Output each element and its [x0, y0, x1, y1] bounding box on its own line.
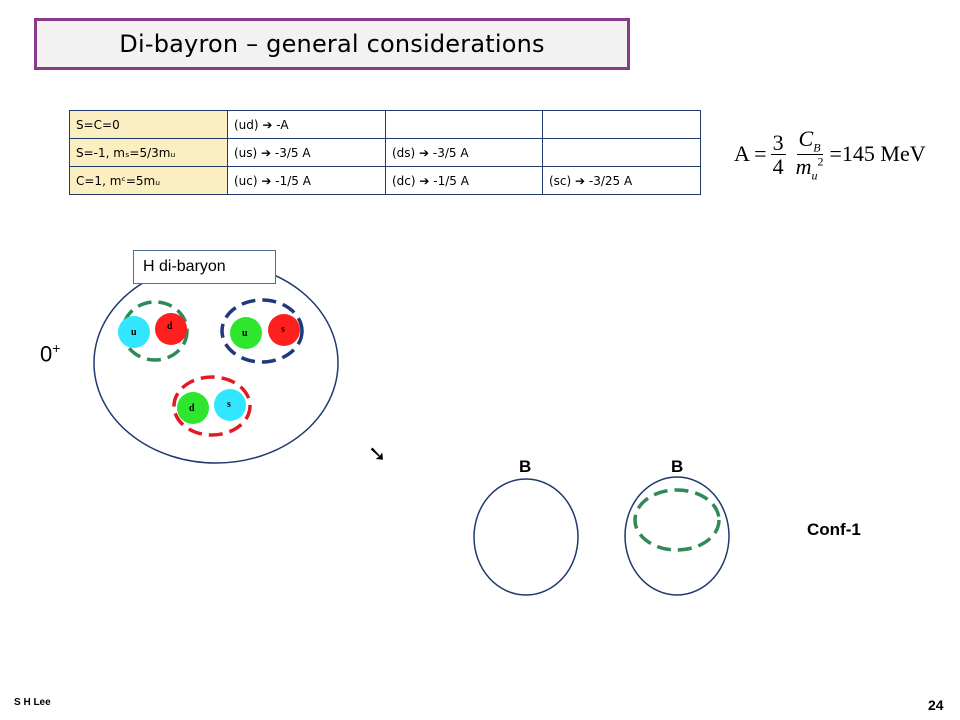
- quark-ball: [214, 389, 246, 421]
- baryon-label-right: B: [671, 457, 684, 476]
- quark-label: u: [131, 327, 137, 338]
- frac-numerator: 3: [770, 129, 786, 155]
- quark-label: d: [189, 403, 195, 414]
- quark-label: u: [242, 328, 248, 339]
- quark-s-2: s: [214, 389, 246, 421]
- arrow-icon: ➘: [368, 442, 387, 467]
- title-box: Di-bayron – general considerations: [34, 18, 630, 70]
- cb-subscript: B: [813, 140, 821, 155]
- baryon-label-left: B: [519, 457, 532, 476]
- frac-denominator: 4: [772, 153, 784, 179]
- mu-superscript: 2: [817, 154, 824, 169]
- quark-u-1: u: [118, 316, 150, 348]
- table-cell: [542, 110, 701, 139]
- flavor-table: S=C=0 (ud) ➔ -A S=-1, mₛ=5/3mᵤ (us) ➔ -3…: [69, 110, 701, 195]
- h-dibaryon-label: H di-baryon: [133, 250, 276, 284]
- table-cell: (ud) ➔ -A: [227, 110, 386, 139]
- quark-d-2: d: [177, 392, 209, 424]
- table-row: S=-1, mₛ=5/3mᵤ (us) ➔ -3/5 A (ds) ➔ -3/5…: [69, 138, 701, 167]
- frac-numerator: CB: [796, 126, 823, 155]
- conf-label: Conf-1: [807, 520, 861, 539]
- fraction-three-quarters: 3 4: [770, 129, 786, 179]
- formula-a: A = 3 4 CB mu2 =145 MeV: [734, 127, 926, 182]
- baryon-circle-left: [473, 478, 579, 596]
- author-footer: S H Lee: [14, 697, 51, 708]
- mu-symbol: m: [795, 153, 812, 179]
- quark-ball: [230, 317, 262, 349]
- quark-s-1: s: [268, 314, 300, 346]
- quark-u-2: u: [230, 317, 262, 349]
- frac-denominator: mu2: [794, 155, 826, 182]
- quark-label: d: [167, 321, 173, 332]
- spin-value: 0: [40, 341, 53, 367]
- table-row: C=1, mᶜ=5mᵤ (uc) ➔ -1/5 A (dc) ➔ -1/5 A …: [69, 166, 701, 195]
- quark-ball: [268, 314, 300, 346]
- quark-ball: [118, 316, 150, 348]
- table-cell: (sc) ➔ -3/25 A: [542, 166, 701, 195]
- table-cell: S=-1, mₛ=5/3mᵤ: [69, 138, 228, 167]
- table-cell: (ds) ➔ -3/5 A: [385, 138, 543, 167]
- quark-ball: [155, 313, 187, 345]
- table-cell: (uc) ➔ -1/5 A: [227, 166, 386, 195]
- mu-subscript: u: [811, 168, 818, 183]
- quark-d-1: d: [155, 313, 187, 345]
- h-dibaryon-circle: [93, 262, 339, 464]
- quark-label: s: [227, 399, 231, 410]
- page-number: 24: [928, 697, 944, 713]
- us-diquark-ring: [220, 298, 304, 364]
- formula-lhs: A =: [734, 141, 767, 167]
- quark-label: s: [281, 324, 285, 335]
- ds-diquark-ring: [172, 375, 252, 437]
- parity-sign: +: [52, 340, 61, 356]
- table-cell: [542, 138, 701, 167]
- slide-title: Di-bayron – general considerations: [119, 30, 545, 58]
- formula-rhs: =145 MeV: [829, 141, 926, 167]
- fraction-cb-over-mu2: CB mu2: [794, 127, 826, 182]
- baryon-diquark-ring: [633, 488, 721, 552]
- spin-parity-label: 0+: [40, 340, 60, 367]
- table-cell: [385, 110, 543, 139]
- baryon-circle-right: [624, 476, 730, 596]
- quark-ball: [177, 392, 209, 424]
- table-cell: C=1, mᶜ=5mᵤ: [69, 166, 228, 195]
- table-cell: (us) ➔ -3/5 A: [227, 138, 386, 167]
- table-cell: (dc) ➔ -1/5 A: [385, 166, 543, 195]
- cb-symbol: C: [798, 126, 814, 151]
